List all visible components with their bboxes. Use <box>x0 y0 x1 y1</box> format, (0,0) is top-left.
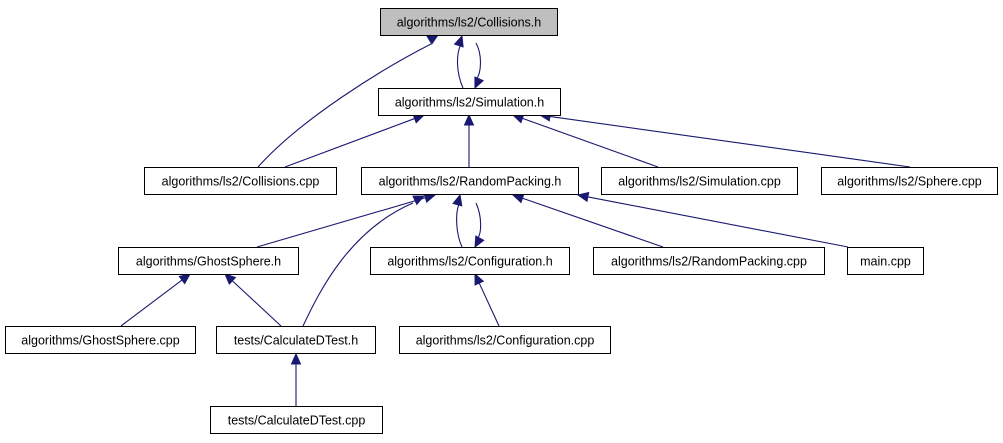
node-main-cpp[interactable]: main.cpp <box>847 247 924 275</box>
edge-line <box>456 43 464 89</box>
edge-line <box>284 117 416 168</box>
node-box <box>210 406 383 434</box>
edge-arrowhead <box>463 113 475 126</box>
node-ghostsphere-h[interactable]: algorithms/GhostSphere.h <box>118 247 299 275</box>
node-label: algorithms/ls2/RandomPacking.cpp <box>611 255 807 269</box>
node-ghostsphere-cpp[interactable]: algorithms/GhostSphere.cpp <box>5 326 196 354</box>
edge-collisions_h-to-simulation_h <box>474 42 485 90</box>
edge-line <box>302 202 414 327</box>
edge-randompacking_h-to-configuration_h <box>474 202 485 249</box>
edge-sphere_cpp-to-simulation_h <box>538 111 911 168</box>
node-label: algorithms/GhostSphere.h <box>136 255 281 269</box>
edge-arrowhead <box>178 273 191 285</box>
edge-calculatedtest_h-to-randompacking_h <box>302 195 426 327</box>
edge-simulation_h-to-collisions_h <box>453 34 464 89</box>
edge-arrowhead <box>290 352 302 365</box>
node-label: algorithms/ls2/Sphere.cpp <box>837 175 982 189</box>
node-box <box>370 247 570 275</box>
node-box <box>144 167 337 195</box>
node-box <box>5 326 196 354</box>
edge-simulation_cpp-to-simulation_h <box>511 113 659 168</box>
edge-arrowhead <box>426 34 440 45</box>
edge-line <box>478 281 500 327</box>
node-box <box>601 167 798 195</box>
node-box <box>593 247 825 275</box>
node-collisions-h[interactable]: algorithms/ls2/Collisions.h <box>380 8 558 36</box>
edge-line <box>231 279 282 327</box>
node-label: main.cpp <box>860 255 911 269</box>
edge-line <box>120 278 184 327</box>
node-label: algorithms/ls2/Collisions.h <box>397 16 542 30</box>
node-calculatedtest-h[interactable]: tests/CalculateDTest.h <box>216 326 376 354</box>
node-label: algorithms/ls2/Configuration.h <box>387 255 552 269</box>
edge-line <box>521 197 664 248</box>
edge-randompacking_cpp-to-randompacking_h <box>511 193 664 248</box>
edge-line <box>256 196 427 248</box>
node-box <box>821 167 998 195</box>
node-label: tests/CalculateDTest.cpp <box>228 414 366 428</box>
edge-line <box>548 115 911 168</box>
edge-arrowhead <box>453 34 464 48</box>
node-box <box>378 88 561 116</box>
edge-arrowhead <box>576 191 590 203</box>
node-label: algorithms/GhostSphere.cpp <box>21 334 179 348</box>
node-collisions-cpp[interactable]: algorithms/ls2/Collisions.cpp <box>144 167 337 195</box>
edge-ghostsphere_cpp-to-ghostsphere_h <box>120 273 191 327</box>
node-configuration-h[interactable]: algorithms/ls2/Configuration.h <box>370 247 570 275</box>
edge-line <box>257 43 432 168</box>
node-box <box>216 326 376 354</box>
edge-line <box>456 203 463 248</box>
node-box <box>118 247 299 275</box>
node-label: algorithms/ls2/Collisions.cpp <box>162 175 320 189</box>
node-sphere-cpp[interactable]: algorithms/ls2/Sphere.cpp <box>821 167 998 195</box>
edge-arrowhead <box>224 273 237 286</box>
edge-randompacking_h-to-simulation_h <box>463 113 475 167</box>
node-label: algorithms/ls2/Simulation.cpp <box>618 175 781 189</box>
edge-arrowhead <box>412 195 426 206</box>
edge-calculatedtest_h-to-ghostsphere_h <box>224 273 282 327</box>
edge-arrowhead <box>474 272 485 286</box>
edge-calculatedtest_cpp-to-calculatedtest_h <box>290 352 302 406</box>
edge-line <box>586 196 849 248</box>
edge-line <box>475 202 482 240</box>
edge-collisions_cpp-to-simulation_h <box>284 113 426 168</box>
node-box <box>847 247 924 275</box>
node-randompacking-cpp[interactable]: algorithms/ls2/RandomPacking.cpp <box>593 247 825 275</box>
node-calculatedtest-cpp[interactable]: tests/CalculateDTest.cpp <box>210 406 383 434</box>
node-box <box>380 8 558 36</box>
node-configuration-cpp[interactable]: algorithms/ls2/Configuration.cpp <box>399 326 611 354</box>
edge-line <box>521 117 659 168</box>
edge-ghostsphere_h-to-randompacking_h <box>256 192 437 248</box>
edge-main_cpp-to-randompacking_h <box>576 191 849 248</box>
edge-arrowhead <box>511 193 525 204</box>
node-box <box>361 167 579 195</box>
node-simulation-h[interactable]: algorithms/ls2/Simulation.h <box>378 88 561 116</box>
node-randompacking-h[interactable]: algorithms/ls2/RandomPacking.h <box>361 167 579 195</box>
node-label: algorithms/ls2/Configuration.cpp <box>416 334 595 348</box>
edge-configuration_cpp-to-configuration_h <box>474 272 500 327</box>
node-label: algorithms/ls2/RandomPacking.h <box>379 175 562 189</box>
nodes-layer: algorithms/ls2/Collisions.h algorithms/ls… <box>5 8 998 434</box>
node-box <box>399 326 611 354</box>
edge-configuration_h-to-randompacking_h <box>452 193 463 248</box>
edge-arrowhead <box>474 76 485 90</box>
edge-line <box>475 42 482 81</box>
node-label: tests/CalculateDTest.h <box>234 334 358 348</box>
edge-arrowhead <box>452 193 463 207</box>
edges-layer <box>120 34 911 406</box>
edge-arrowhead <box>474 235 485 249</box>
node-simulation-cpp[interactable]: algorithms/ls2/Simulation.cpp <box>601 167 798 195</box>
node-label: algorithms/ls2/Simulation.h <box>395 96 544 110</box>
